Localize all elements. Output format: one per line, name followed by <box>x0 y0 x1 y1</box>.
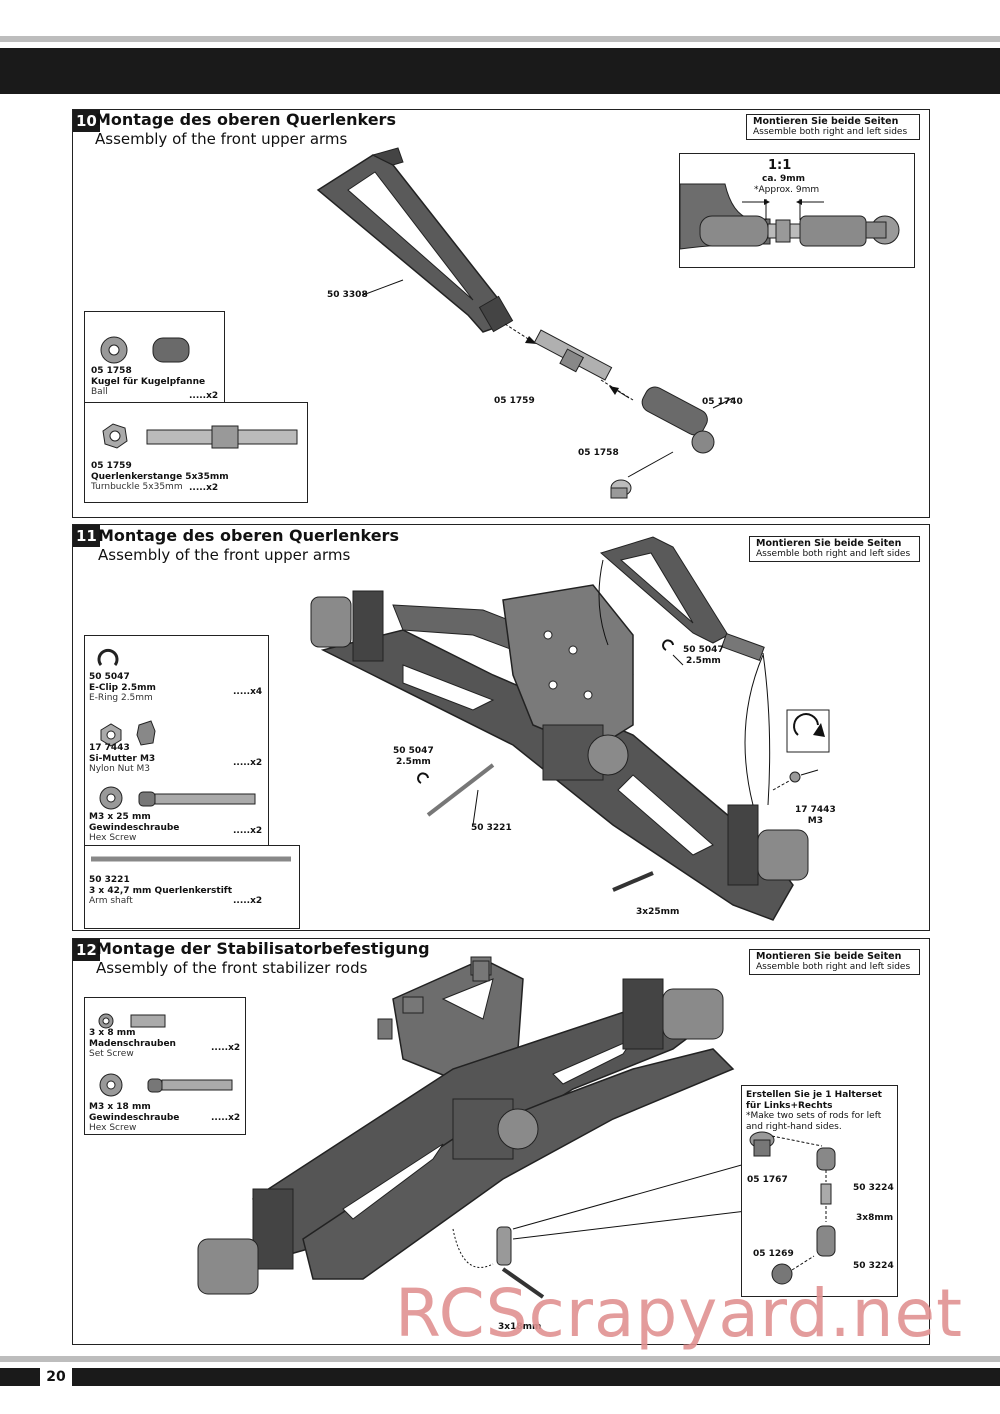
ratio-label: 1:1 <box>768 158 792 173</box>
rod-subassembly-box: Erstellen Sie je 1 Halterset für Links+R… <box>741 1085 898 1297</box>
turnbuckle-parts-icons <box>102 423 298 449</box>
callout-17-7443: 17 7443 M3 <box>795 805 836 826</box>
turnbuckle-detail-drawing <box>680 183 900 250</box>
step-12-panel: 12 Montage der Stabilisatorbefestigung A… <box>72 938 930 1345</box>
length-detail-box: 1:1 ca. 9mm *Approx. 9mm <box>679 153 915 268</box>
callout-3x25mm: 3x25mm <box>636 907 680 917</box>
qty-05-1759: .....x2 <box>189 483 219 493</box>
callout-50-3224-bottom: 50 3224 <box>853 1261 894 1271</box>
front-suspension-drawing <box>310 536 830 921</box>
stabilizer-mount-drawing <box>197 956 764 1299</box>
step-12-parts-icons <box>98 1013 233 1097</box>
ball <box>610 479 632 499</box>
step-11-panel: 11 Montage des oberen Querlenkers Assemb… <box>72 524 930 931</box>
note-de: Montieren Sie beide Seiten <box>756 538 902 549</box>
both-sides-note: Montieren Sie beide Seiten Assemble both… <box>746 114 920 140</box>
callout-50-3221: 50 3221 <box>471 823 512 833</box>
part-m3x25: M3 x 25 mm Gewindeschraube Hex Screw <box>89 812 180 843</box>
qty-05-1758: .....x2 <box>189 391 219 401</box>
step-title-en: Assembly of the front upper arms <box>95 130 348 148</box>
step-title-en: Assembly of the front upper arms <box>98 546 351 564</box>
dim-en-label: *Approx. 9mm <box>754 185 820 195</box>
qty-m3x18: .....x2 <box>211 1113 241 1123</box>
subassembly-drawing <box>749 1131 836 1285</box>
step-number: 12 <box>73 939 100 961</box>
note-en: Assemble both right and left sides <box>756 549 911 559</box>
callout-50-5047-upper: 50 5047 2.5mm <box>683 645 724 666</box>
callout-05-1758: 05 1758 <box>578 448 619 458</box>
dim-de-label: ca. 9mm <box>762 174 805 184</box>
qty-17-7443: .....x2 <box>233 758 263 768</box>
callout-05-1767: 05 1767 <box>747 1175 788 1185</box>
part-05-1759: 05 1759 Querlenkerstange 5x35mm Turnbuck… <box>91 461 229 492</box>
note-en: Assemble both right and left sides <box>756 962 911 972</box>
both-sides-note: Montieren Sie beide Seiten Assemble both… <box>749 536 920 562</box>
callout-50-3224-top: 50 3224 <box>853 1183 894 1193</box>
part-3x8-set-screw: 3 x 8 mm Madenschrauben Set Screw <box>89 1028 176 1059</box>
step-title-de: Montage des oberen Querlenkers <box>95 110 396 129</box>
note-de: Montieren Sie beide Seiten <box>756 951 902 962</box>
note-en: Assemble both right and left sides <box>753 127 908 137</box>
step-title-de: Montage des oberen Querlenkers <box>98 526 399 545</box>
part-50-5047: 50 5047 E-Clip 2.5mm E-Ring 2.5mm <box>89 672 156 703</box>
footer-bar <box>0 1368 1000 1386</box>
callout-3x8mm: 3x8mm <box>856 1213 894 1223</box>
header-bar <box>0 48 1000 94</box>
part-50-3221: 50 3221 3 x 42,7 mm Querlenkerstift Arm … <box>89 875 233 906</box>
part-m3x18: M3 x 18 mm Gewindeschraube Hex Screw <box>89 1102 180 1133</box>
step-title-en: Assembly of the front stabilizer rods <box>96 959 368 977</box>
both-sides-note: Montieren Sie beide Seiten Assemble both… <box>749 949 920 975</box>
part-17-7443: 17 7443 Si-Mutter M3 Nylon Nut M3 <box>89 743 156 774</box>
callout-05-1269: 05 1269 <box>753 1249 794 1259</box>
top-rule <box>0 36 1000 42</box>
turnbuckle <box>533 329 613 381</box>
qty-50-5047: .....x4 <box>233 687 263 697</box>
subassembly-title: Erstellen Sie je 1 Halterset für Links+R… <box>746 1090 882 1132</box>
step-11-parts-icons <box>91 648 291 862</box>
callout-50-5047-lower: 50 5047 2.5mm <box>393 746 434 767</box>
qty-50-3221: .....x2 <box>233 896 263 906</box>
note-de: Montieren Sie beide Seiten <box>753 116 899 127</box>
callout-3x18mm: 3x18mm <box>498 1322 542 1332</box>
step-number: 10 <box>73 110 100 132</box>
step-10-panel: 10 Montage des oberen Querlenkers Assemb… <box>72 109 930 518</box>
parts-box-ball <box>84 311 225 410</box>
ball-cup <box>641 386 715 454</box>
ball-parts-icons <box>100 336 190 364</box>
watermark: RCScrapyard.net <box>395 1275 963 1352</box>
parts-box-turnbuckle <box>84 402 308 503</box>
page-number: 20 <box>40 1367 72 1387</box>
qty-m3x25: .....x2 <box>233 826 263 836</box>
callout-50-3308: 50 3308 <box>327 290 368 300</box>
callout-05-1740: 05 1740 <box>702 397 743 407</box>
step-title-de: Montage der Stabilisatorbefestigung <box>96 939 430 958</box>
upper-arm-drawing <box>316 147 734 499</box>
bottom-rule <box>0 1356 1000 1362</box>
part-05-1758: 05 1758 Kugel für Kugelpfanne Ball <box>91 366 206 397</box>
callout-05-1759: 05 1759 <box>494 396 535 406</box>
step-number: 11 <box>73 525 100 547</box>
qty-3x8: .....x2 <box>211 1043 241 1053</box>
